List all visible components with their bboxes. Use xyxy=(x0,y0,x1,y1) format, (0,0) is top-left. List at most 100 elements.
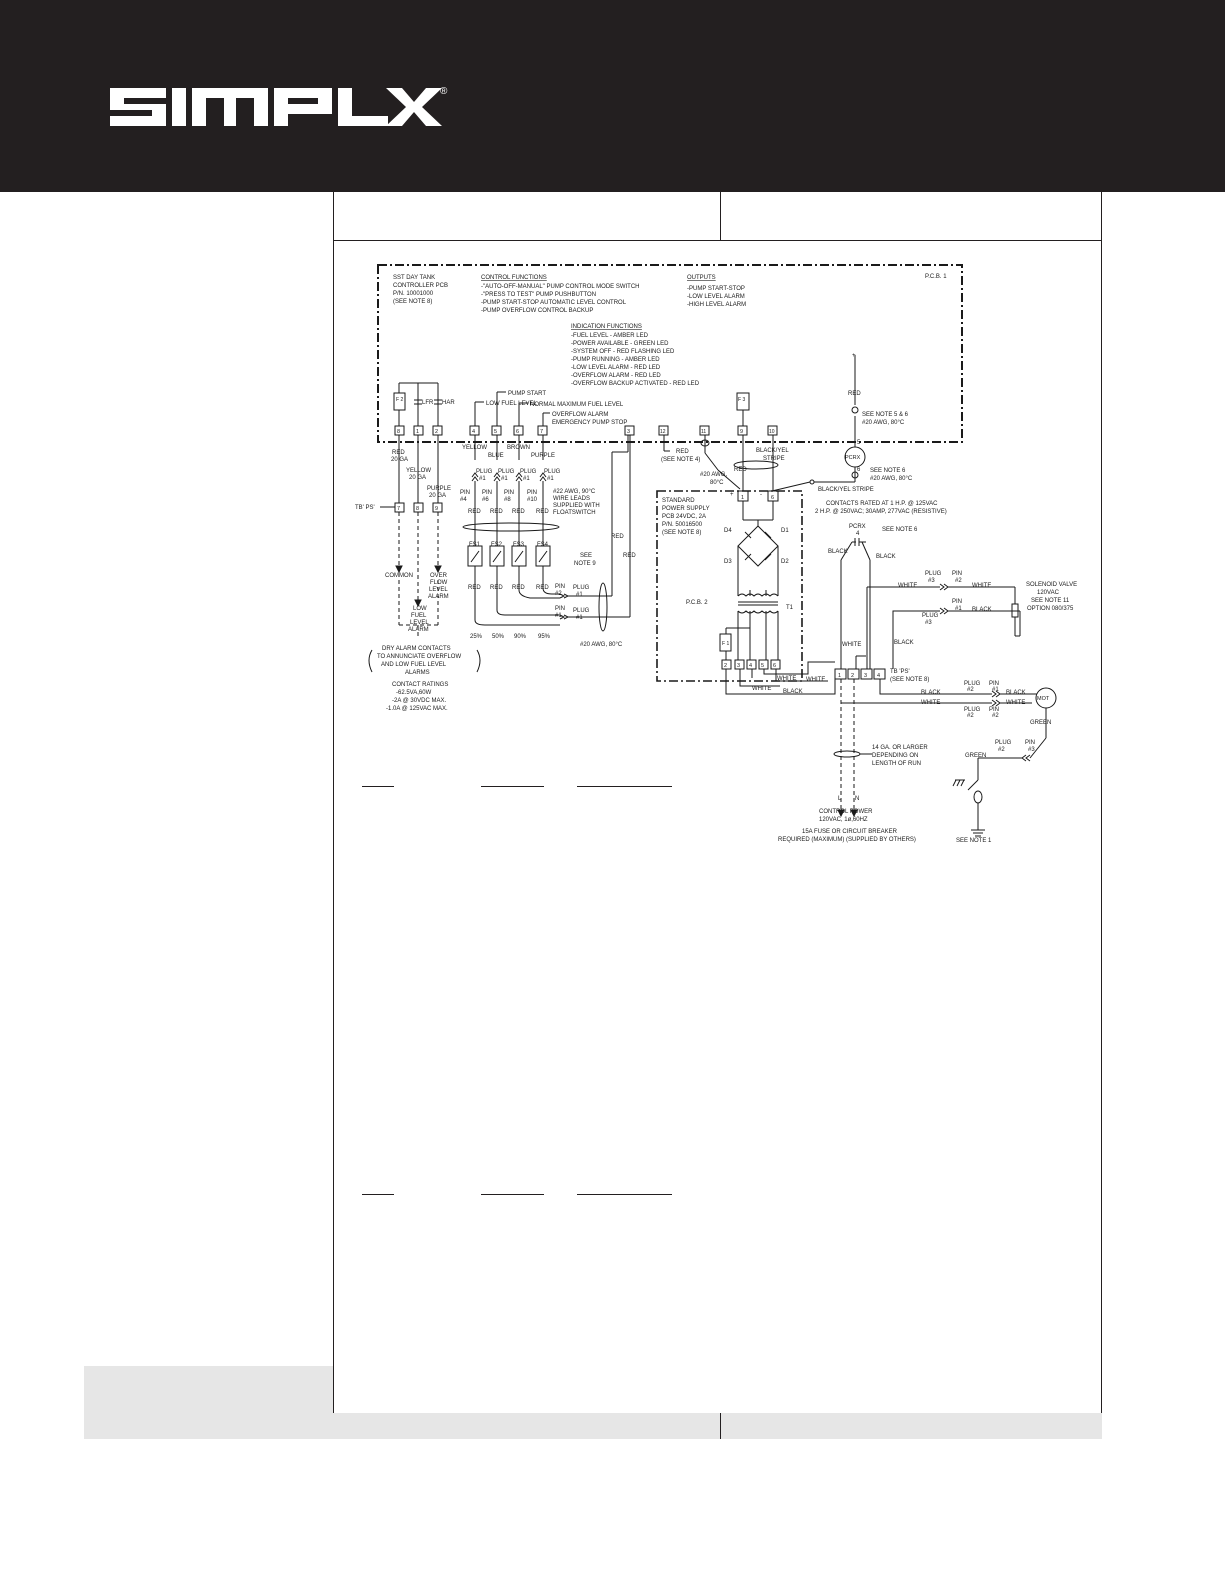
contact-ratings-1: CONTACT RATINGS xyxy=(392,682,448,688)
control-power-3: 15A FUSE OR CIRCUIT BREAKER xyxy=(802,829,898,835)
white-psu: WHITE xyxy=(752,686,771,692)
controller-line-1: SST DAY TANK xyxy=(393,275,435,281)
tb-term-1: 1 xyxy=(838,673,841,679)
controller-line-4: (SEE NOTE 8) xyxy=(393,299,432,305)
frame-top-divider xyxy=(720,192,721,240)
see-note1: SEE NOTE 1 xyxy=(956,838,992,844)
fs3-label: FS3 xyxy=(513,542,525,548)
emergency-stop-label: EMERGENCY PUMP STOP xyxy=(552,420,627,426)
psu-term-1: 1 xyxy=(741,495,744,501)
plug-sol-1-num: #3 xyxy=(928,578,935,584)
green-mot: GREEN xyxy=(1030,720,1051,726)
term-8: 8 xyxy=(397,429,400,435)
plug-mot-1: PLUG xyxy=(964,681,981,687)
pcrx-coil-label: PCRX xyxy=(845,455,861,461)
percent-95: 95% xyxy=(538,634,551,640)
red-fs-2: RED xyxy=(490,509,503,515)
percent-90: 90% xyxy=(514,634,527,640)
plug-label-4: PLUG xyxy=(544,469,561,475)
blank-field-2 xyxy=(481,786,544,787)
black-contact-l: BLACK xyxy=(828,549,848,555)
motor-label: MOT xyxy=(1037,696,1050,702)
yellow-wire-label: YELLOW xyxy=(406,468,431,474)
term-5: 5 xyxy=(494,429,497,435)
contact-ratings-3: -2A @ 30VDC MAX. xyxy=(392,698,446,704)
pin-num-6: #6 xyxy=(482,497,489,503)
transformer-t1: T1 xyxy=(786,605,794,611)
plug-mot-2: PLUG xyxy=(964,707,981,713)
term-1: 1 xyxy=(416,429,419,435)
line-l: L xyxy=(838,796,842,802)
blank-field-1 xyxy=(362,786,394,787)
stripe-label: STRIPE xyxy=(763,456,785,462)
red-wire-gauge: 20 GA xyxy=(391,457,408,463)
pin-num-8: #8 xyxy=(504,497,511,503)
white-mot-2: WHITE xyxy=(1006,700,1025,706)
white-tb: WHITE xyxy=(842,642,861,648)
pin-sol-1-num: #2 xyxy=(955,578,962,584)
red-fs-b2: RED xyxy=(490,585,503,591)
solenoid-2: 120VAC xyxy=(1037,590,1060,596)
overflow-alarm-label: OVERFLOW ALARM xyxy=(552,412,608,418)
contact-ratings-2: -62.5VA,60W xyxy=(396,690,432,696)
psu-bot-4: 4 xyxy=(749,663,752,669)
dry-contacts-3: AND LOW FUEL LEVEL xyxy=(381,662,447,668)
indication-item-3: -SYSTEM OFF - RED FLASHING LED xyxy=(571,349,675,355)
term-2: 2 xyxy=(435,429,438,435)
red-term12: RED xyxy=(676,449,689,455)
term-11: 11 xyxy=(701,429,706,435)
plug-sol-2-num: #3 xyxy=(925,620,932,626)
awg20-80-float: #20 AWG, 80°C xyxy=(580,642,623,648)
solenoid-3: SEE NOTE 11 xyxy=(1031,598,1070,604)
plug-num-1: #1 xyxy=(479,476,486,482)
term-9: 9 xyxy=(740,429,743,435)
wire22-4: FLOATSWITCH xyxy=(553,510,596,516)
dry-contacts-1: DRY ALARM CONTACTS xyxy=(382,646,451,652)
gauge14-1: 14 GA. OR LARGER xyxy=(872,745,928,751)
plug-top-label: PLUG xyxy=(573,585,590,591)
control-power-1: CONTROL POWER xyxy=(819,809,873,815)
see-note6: SEE NOTE 6 xyxy=(870,468,906,474)
pin-label-3: PIN xyxy=(504,490,514,496)
see-note9-2: NOTE 9 xyxy=(574,561,596,567)
diode-d3: D3 xyxy=(724,559,732,565)
dry-contacts-2: TO ANNUNCIATE OVERFLOW xyxy=(377,654,461,660)
black-yel-label: BLACK/YEL xyxy=(756,448,789,454)
pin-mot-1: PIN xyxy=(989,681,999,687)
red-fs-b4: RED xyxy=(536,585,549,591)
tb-term-4: 4 xyxy=(877,673,880,679)
psu-boundary xyxy=(656,490,803,682)
awg20-80-coil: #20 AWG, 80°C xyxy=(870,476,913,482)
purple-wire-label: PURPLE xyxy=(427,486,451,492)
pcrx-pin4: 4 xyxy=(856,531,860,537)
black-mot-2: BLACK xyxy=(1006,690,1026,696)
red-right-1: RED xyxy=(611,534,624,540)
control-item-3: -PUMP START-STOP AUTOMATIC LEVEL CONTROL xyxy=(481,300,627,306)
wire22-2: WIRE LEADS xyxy=(553,496,590,502)
diode-d4: D4 xyxy=(724,528,732,534)
indication-item-7: -OVERFLOW BACKUP ACTIVATED - RED LED xyxy=(571,381,700,387)
output-item-1: -PUMP START-STOP xyxy=(687,286,745,292)
control-power-4: REQUIRED (MAXIMUM) (SUPPLIED BY OTHERS) xyxy=(778,837,916,843)
plug-gnd-num: #2 xyxy=(998,747,1005,753)
pcrx-contact-label: PCRX xyxy=(849,524,866,530)
low-fuel-lbl-3: LEVEL xyxy=(410,620,429,626)
control-functions-title: CONTROL FUNCTIONS xyxy=(481,275,547,281)
har-label: HAR xyxy=(442,400,455,406)
control-item-4: -PUMP OVERFLOW CONTROL BACKUP xyxy=(481,308,593,314)
awg20-label: #20 AWG, xyxy=(700,472,727,478)
low-fuel-lbl-1: LOW xyxy=(413,606,427,612)
tb-ps-note-2: (SEE NOTE 8) xyxy=(890,677,929,683)
term-3: 3 xyxy=(627,429,630,435)
pin-top-label: PIN xyxy=(555,584,565,590)
psu-plus: + xyxy=(730,492,734,498)
output-item-2: -LOW LEVEL ALARM xyxy=(687,294,745,300)
low-fuel-lbl-4: ALARM xyxy=(408,627,429,633)
controller-line-2: CONTROLLER PCB xyxy=(393,283,448,289)
psu-line-3: PCB 24VDC, 2A xyxy=(662,514,706,520)
pcrx-pin5: 5 xyxy=(857,440,861,446)
solenoid-1: SOLENOID VALVE xyxy=(1026,582,1077,588)
fs2-label: FS2 xyxy=(491,542,503,548)
blank-field-6 xyxy=(577,1194,672,1195)
sidebar-gray-box xyxy=(84,1366,333,1439)
